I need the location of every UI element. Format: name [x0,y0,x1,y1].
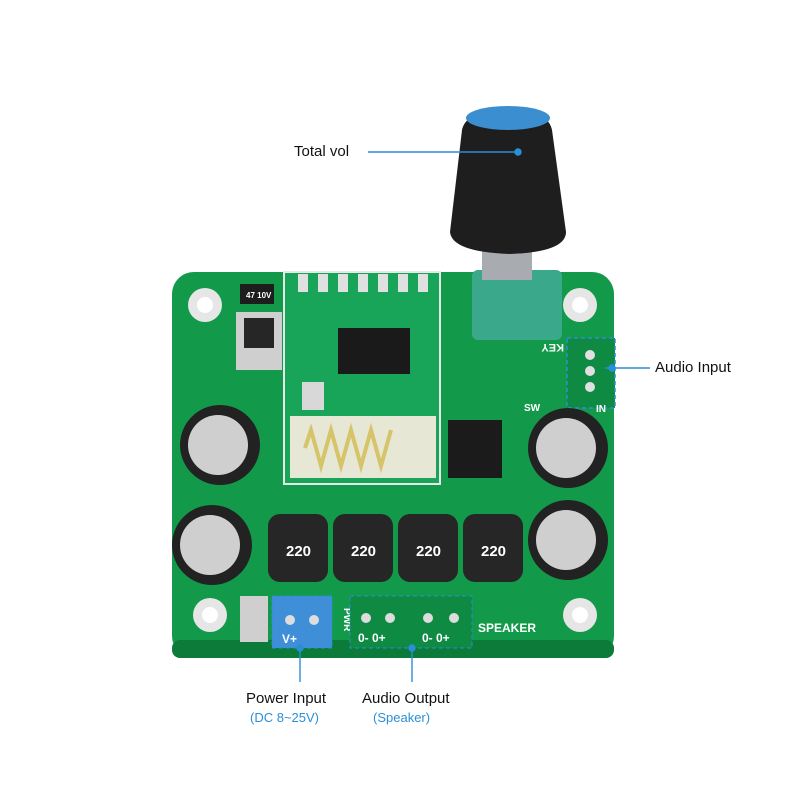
svg-text:220: 220 [416,543,441,560]
svg-text:SW: SW [524,403,541,414]
svg-text:220: 220 [481,543,506,560]
svg-text:0- 0+: 0- 0+ [358,631,386,645]
power-input-terminal [240,595,333,649]
audio-output-label: Audio Output [362,690,450,707]
inductors: 220 220 220 220 [268,514,523,582]
power-input-label: Power Input [246,690,327,707]
small-capacitor: 47 10V [240,284,274,304]
svg-text:0- 0+: 0- 0+ [422,631,450,645]
audio-output-note: (Speaker) [373,710,431,725]
audio-input-connector [566,337,616,409]
svg-text:KEY: KEY [541,341,564,353]
callout-lines [296,148,650,682]
svg-text:SPEAKER: SPEAKER [478,621,536,635]
svg-text:V+: V+ [282,632,297,646]
svg-text:IN: IN [596,404,606,415]
speaker-terminals [349,595,473,649]
svg-text:PWR: PWR [341,608,352,632]
mounting-holes [188,288,597,632]
svg-text:220: 220 [351,543,376,560]
power-input-note: (DC 8~25V) [250,710,319,725]
audio-input-label: Audio Input [655,359,731,376]
svg-text:47 10V: 47 10V [246,291,272,300]
voltage-regulator [236,312,282,370]
total-vol-label: Total vol [294,143,350,160]
bluetooth-module [283,271,441,485]
amplifier-chip [448,420,502,478]
electrolytic-capacitors [172,405,608,585]
svg-text:220: 220 [286,543,311,560]
volume-knob [450,106,566,340]
